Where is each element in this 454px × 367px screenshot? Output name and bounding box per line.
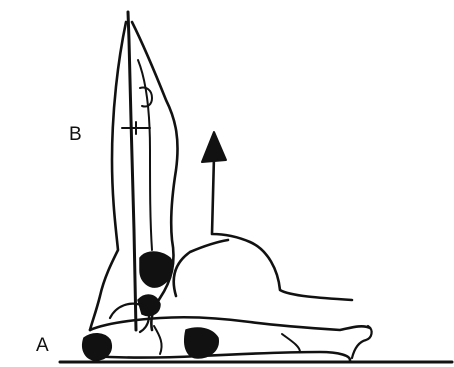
lying-knee bbox=[282, 334, 300, 352]
hip-detail bbox=[154, 326, 162, 354]
label-b: B bbox=[69, 125, 82, 144]
lying-legs-feet bbox=[352, 326, 372, 358]
lying-body-upper bbox=[90, 317, 370, 330]
label-a: A bbox=[36, 336, 49, 355]
lying-body-lower bbox=[92, 352, 350, 360]
head-shade bbox=[83, 334, 111, 360]
shorts-shade bbox=[185, 328, 219, 358]
motion-curve bbox=[212, 156, 352, 300]
motion-curve-back bbox=[174, 240, 228, 296]
vertical-pole bbox=[128, 12, 136, 330]
raised-legs-outline bbox=[90, 22, 126, 330]
arrow-head bbox=[202, 132, 226, 162]
knee-mark bbox=[122, 122, 150, 134]
